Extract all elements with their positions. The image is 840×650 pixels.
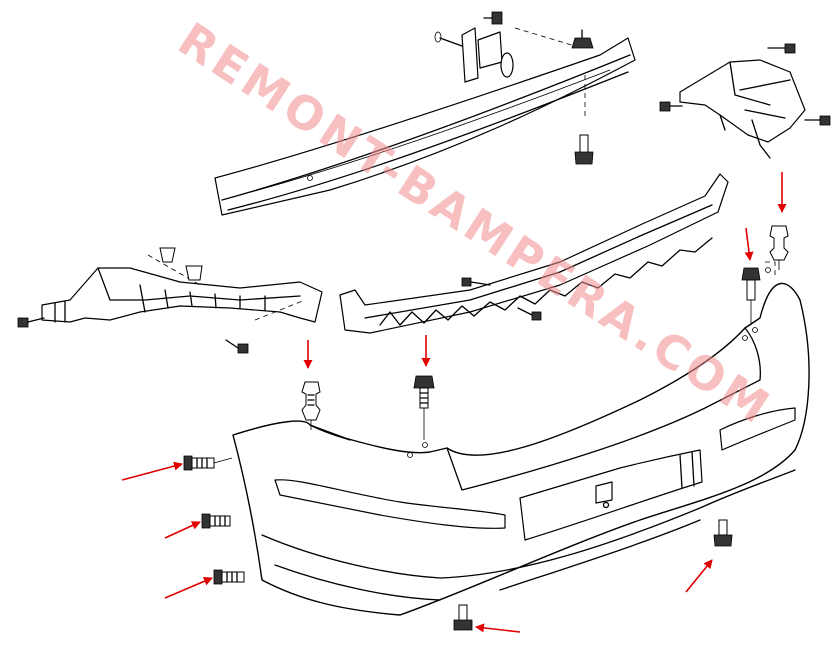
left-bracket-clip-middle [185, 265, 203, 281]
arrow-left-top-bolt [121, 461, 183, 481]
arrow-bottom-right-bolt [685, 559, 713, 593]
center-bracket-screw-right [517, 307, 542, 321]
red-pointer-arrows [121, 172, 787, 633]
beam-top-bolt [483, 11, 503, 25]
right-inner-mount-bolt [741, 267, 761, 325]
bottom-right-screw [713, 519, 733, 547]
beam-lower-bolt [574, 134, 594, 165]
left-bracket-bolt-bottom [225, 339, 249, 354]
arrow-left-bottom-bolt [164, 576, 213, 599]
center-mounting-bracket [339, 173, 729, 334]
rear-bumper-cover [232, 267, 810, 616]
arrow-left-middle-bolt [164, 521, 201, 539]
center-top-mount-bolt [413, 375, 435, 440]
left-bracket-bolt-side [17, 317, 45, 328]
right-side-bracket [679, 59, 806, 159]
center-bracket-screw-left [461, 277, 491, 287]
left-side-bracket [41, 254, 323, 323]
left-top-side-screw [183, 455, 233, 471]
bottom-center-screw [453, 604, 473, 631]
left-middle-side-screw [201, 513, 231, 529]
beam-nut [571, 29, 594, 49]
right-bracket-bolt-left [659, 101, 683, 112]
right-outer-mount-clip [765, 225, 789, 275]
right-bracket-bolt-top [767, 43, 796, 54]
bumper-reinforcement-beam [214, 27, 636, 216]
left-top-mount-clip [301, 381, 321, 430]
right-bracket-bolt-right [804, 115, 831, 126]
left-bracket-clip-top [159, 247, 176, 263]
arrow-right-bolt-inner [744, 227, 754, 261]
arrow-bottom-center-bolt [475, 623, 521, 633]
left-bottom-side-screw [213, 569, 245, 585]
